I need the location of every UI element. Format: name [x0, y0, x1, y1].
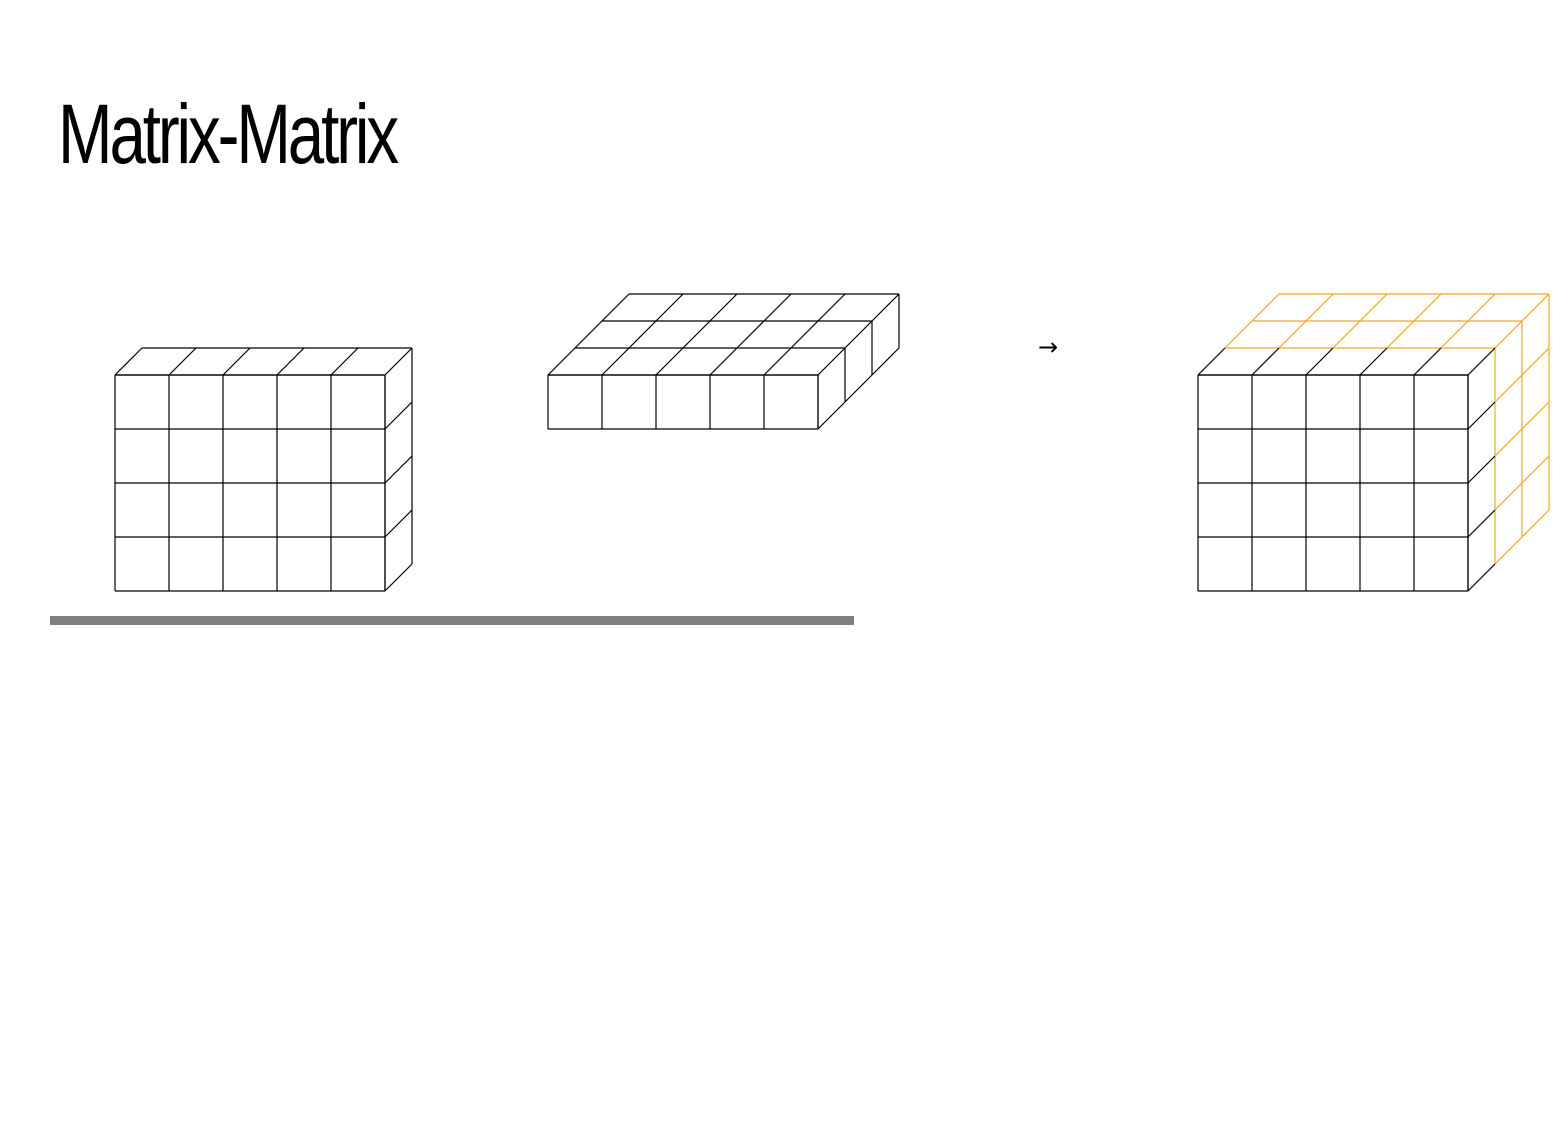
grid-edge — [1197, 347, 1226, 376]
grid-edge — [168, 347, 197, 376]
grid-edge — [1224, 320, 1253, 349]
grid-edge — [871, 293, 900, 322]
grid-edge — [817, 401, 846, 430]
grid-edge — [1467, 455, 1496, 484]
grid-edge — [736, 320, 765, 349]
grid-edge — [790, 320, 819, 349]
grid-edge — [1467, 509, 1496, 538]
grid-edge — [763, 293, 792, 322]
grid-edge — [384, 401, 413, 430]
grid-edge — [628, 320, 657, 349]
grid-edge — [1467, 401, 1496, 430]
grid-edge — [1467, 293, 1496, 322]
result-tensor-grid — [1197, 293, 1550, 592]
grid-edge — [1521, 401, 1550, 430]
arrow-symbol: → — [1038, 333, 1058, 361]
grid-edge — [1494, 428, 1523, 457]
grid-edge — [601, 293, 630, 322]
grid-edge — [222, 347, 251, 376]
grid-edge — [655, 347, 684, 376]
grid-edge — [1521, 347, 1550, 376]
grid-edge — [601, 347, 630, 376]
grid-edge — [547, 347, 576, 376]
grid-edge — [1521, 293, 1550, 322]
grid-edge — [817, 347, 846, 376]
grid-edge — [709, 293, 738, 322]
grid-edge — [1305, 293, 1334, 322]
grid-edge — [384, 563, 413, 592]
grid-edge — [682, 320, 711, 349]
grid-edge — [1251, 293, 1280, 322]
slide-progress-fill — [50, 616, 854, 625]
matrix-a-grid — [114, 347, 413, 592]
grid-edge — [1332, 320, 1361, 349]
grid-edge — [871, 347, 900, 376]
slide-title: Matrix-Matrix — [58, 87, 399, 181]
grid-edge — [655, 293, 684, 322]
grid-edge — [1521, 509, 1550, 538]
grid-edge — [844, 374, 873, 403]
grid-edge — [384, 455, 413, 484]
grid-edge — [1467, 347, 1496, 376]
grid-edge — [763, 347, 792, 376]
grid-edge — [384, 347, 413, 376]
grid-edge — [1494, 320, 1523, 349]
grid-edge — [114, 347, 143, 376]
grid-edge — [276, 347, 305, 376]
matrix-b-grid — [547, 293, 900, 430]
grid-edge — [1467, 563, 1496, 592]
grid-edge — [1251, 347, 1280, 376]
grid-edge — [1305, 347, 1334, 376]
slide-progress-bar — [50, 616, 1250, 625]
grid-edge — [1521, 455, 1550, 484]
grid-edge — [1440, 320, 1469, 349]
grid-edge — [1359, 347, 1388, 376]
grid-edge — [844, 320, 873, 349]
grid-edge — [709, 347, 738, 376]
grid-edge — [1494, 536, 1523, 565]
grid-edge — [1494, 374, 1523, 403]
grid-edge — [384, 509, 413, 538]
grid-edge — [1413, 293, 1442, 322]
grid-edge — [1386, 320, 1415, 349]
grid-edge — [574, 320, 603, 349]
grid-edge — [1359, 293, 1388, 322]
grid-edge — [1413, 347, 1442, 376]
grid-edge — [817, 293, 846, 322]
grid-edge — [1494, 482, 1523, 511]
grid-edge — [1278, 320, 1307, 349]
grid-edge — [330, 347, 359, 376]
